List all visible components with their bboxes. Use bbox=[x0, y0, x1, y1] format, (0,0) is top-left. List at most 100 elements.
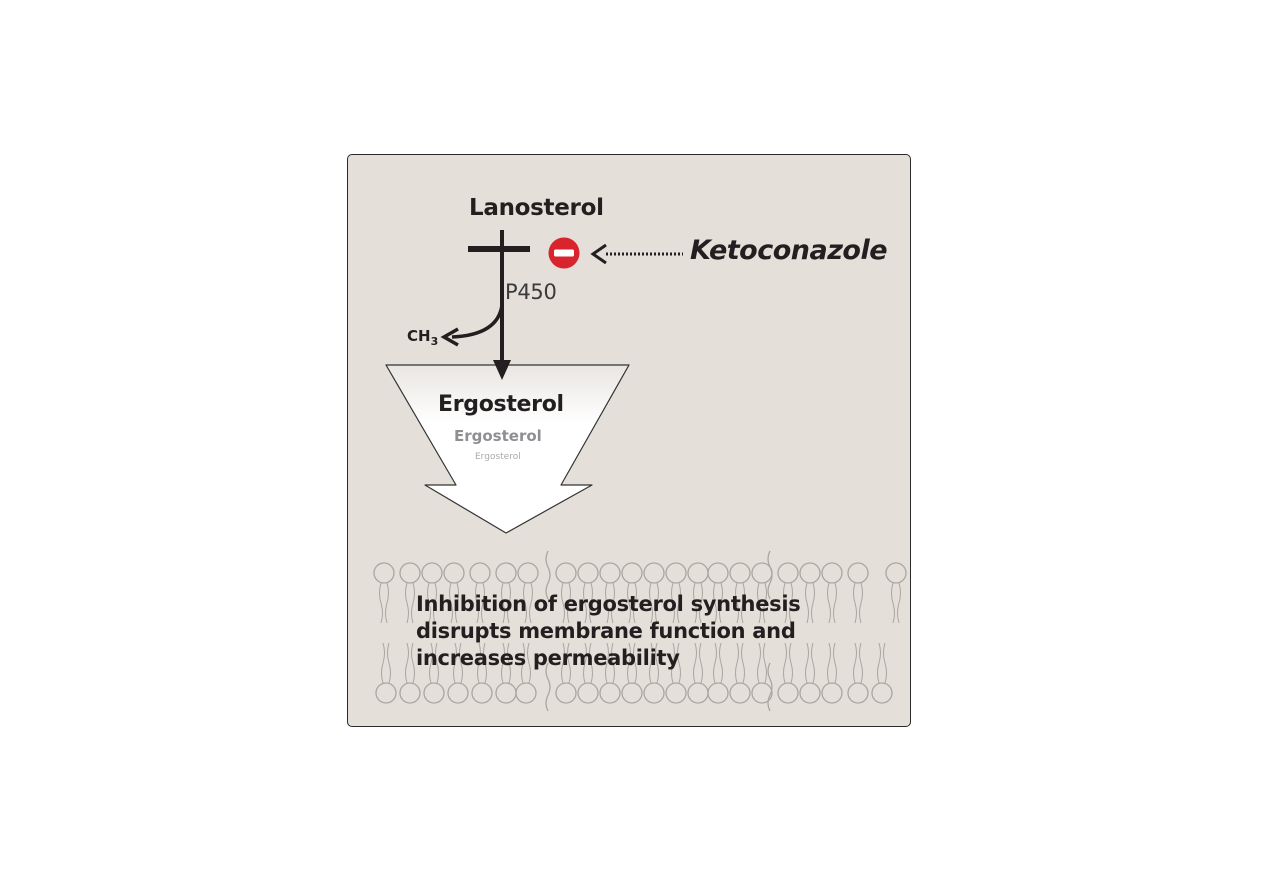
funnel-arrow bbox=[385, 364, 630, 534]
lipid-molecule bbox=[555, 682, 577, 704]
lipid-molecule bbox=[399, 682, 421, 704]
lipid-molecule bbox=[385, 582, 389, 624]
lipid-molecule bbox=[433, 582, 437, 624]
lipid-molecule bbox=[821, 562, 843, 584]
lipid-molecule bbox=[859, 642, 863, 684]
lipid-molecule bbox=[677, 582, 681, 624]
pathway-arrow bbox=[493, 230, 511, 380]
lipid-molecule bbox=[599, 682, 621, 704]
lipid-molecule bbox=[655, 582, 659, 624]
methyl-branch-arrow bbox=[440, 304, 504, 347]
lipid-molecule bbox=[545, 662, 551, 712]
lipid-molecule bbox=[405, 582, 409, 624]
lipid-molecule bbox=[897, 582, 901, 624]
lipid-molecule bbox=[627, 642, 631, 684]
lipid-molecule bbox=[481, 582, 485, 624]
lipid-molecule bbox=[373, 562, 395, 584]
lipid-molecule bbox=[827, 582, 831, 624]
lipid-molecule bbox=[805, 582, 809, 624]
lipid-molecule bbox=[515, 682, 537, 704]
lipid-molecule bbox=[789, 582, 793, 624]
lipid-molecule bbox=[599, 562, 621, 584]
lipid-molecule bbox=[713, 582, 717, 624]
lipid-molecule bbox=[707, 562, 729, 584]
lipid-molecule bbox=[783, 642, 787, 684]
lipid-molecule bbox=[821, 682, 843, 704]
lipid-molecule bbox=[853, 642, 857, 684]
lipid-molecule bbox=[751, 682, 773, 704]
lipid-molecule bbox=[741, 582, 745, 624]
lipid-molecule bbox=[471, 682, 493, 704]
lipid-molecule bbox=[799, 682, 821, 704]
lipid-molecule bbox=[649, 582, 653, 624]
lipid-molecule bbox=[729, 682, 751, 704]
lipid-molecule bbox=[885, 562, 907, 584]
lipid-molecule bbox=[449, 582, 453, 624]
lipid-molecule bbox=[707, 682, 729, 704]
lipid-molecule bbox=[527, 642, 531, 684]
lipid-molecule bbox=[735, 642, 739, 684]
lipid-molecule bbox=[677, 642, 681, 684]
lipid-molecule bbox=[847, 682, 869, 704]
lipid-molecule bbox=[871, 682, 893, 704]
lipid-molecule bbox=[693, 582, 697, 624]
lipid-molecule bbox=[483, 642, 487, 684]
lipid-molecule bbox=[381, 642, 385, 684]
lipid-molecule bbox=[713, 642, 717, 684]
lipid-molecule bbox=[583, 582, 587, 624]
lipid-molecule bbox=[405, 642, 409, 684]
lipid-molecule bbox=[605, 642, 609, 684]
product-label-faded: Ergosterol bbox=[454, 427, 542, 445]
lipid-molecule bbox=[567, 582, 571, 624]
lipid-molecule bbox=[517, 562, 539, 584]
enzyme-label: P450 bbox=[505, 280, 557, 304]
lipid-molecule bbox=[583, 642, 587, 684]
lipid-molecule bbox=[883, 642, 887, 684]
lipid-molecule bbox=[763, 642, 767, 684]
lipid-molecule bbox=[529, 582, 533, 624]
lipid-molecule bbox=[501, 642, 505, 684]
lipid-molecule bbox=[545, 550, 551, 600]
lipid-molecule bbox=[665, 562, 687, 584]
lipid-molecule bbox=[577, 562, 599, 584]
inhibitor-label: Ketoconazole bbox=[690, 235, 888, 266]
lipid-molecule bbox=[757, 582, 761, 624]
lipid-molecule bbox=[435, 642, 439, 684]
lipid-molecule bbox=[567, 642, 571, 684]
lipid-molecule bbox=[507, 642, 511, 684]
lipid-molecule bbox=[627, 582, 631, 624]
lipid-molecule bbox=[411, 642, 415, 684]
lipid-molecule bbox=[455, 582, 459, 624]
lipid-molecule bbox=[767, 662, 773, 712]
lipid-molecule bbox=[847, 562, 869, 584]
lipid-molecule bbox=[665, 682, 687, 704]
lipid-molecule bbox=[561, 582, 565, 624]
lipid-molecule bbox=[475, 582, 479, 624]
lipid-bilayer bbox=[373, 550, 907, 712]
lipid-molecule bbox=[643, 562, 665, 584]
lipid-molecule bbox=[459, 642, 463, 684]
byproduct-label: CH3 bbox=[407, 327, 439, 348]
lipid-molecule bbox=[561, 642, 565, 684]
lipid-molecule bbox=[507, 582, 511, 624]
inhibitor-arrow bbox=[590, 243, 683, 265]
diagram-panel: Lanosterol Ketoconazole P450 CH3 Ergoste… bbox=[347, 154, 911, 727]
lipid-molecule bbox=[687, 562, 709, 584]
lipid-molecule bbox=[411, 582, 415, 624]
lipid-molecule bbox=[719, 642, 723, 684]
lipid-molecule bbox=[699, 642, 703, 684]
product-label-faint: Ergosterol bbox=[475, 452, 521, 462]
lipid-molecule bbox=[421, 562, 443, 584]
lipid-molecule bbox=[633, 642, 637, 684]
lipid-molecule bbox=[649, 642, 653, 684]
lipid-molecule bbox=[379, 582, 383, 624]
lipid-molecule bbox=[469, 562, 491, 584]
lipid-molecule bbox=[671, 642, 675, 684]
lipid-molecule bbox=[833, 582, 837, 624]
lipid-molecule bbox=[501, 582, 505, 624]
lipid-molecule bbox=[729, 562, 751, 584]
lipid-molecule bbox=[805, 642, 809, 684]
lipid-molecule bbox=[827, 642, 831, 684]
caption-text: Inhibition of ergosterol synthesis disru… bbox=[416, 592, 801, 670]
pathway-diagram bbox=[373, 230, 907, 712]
